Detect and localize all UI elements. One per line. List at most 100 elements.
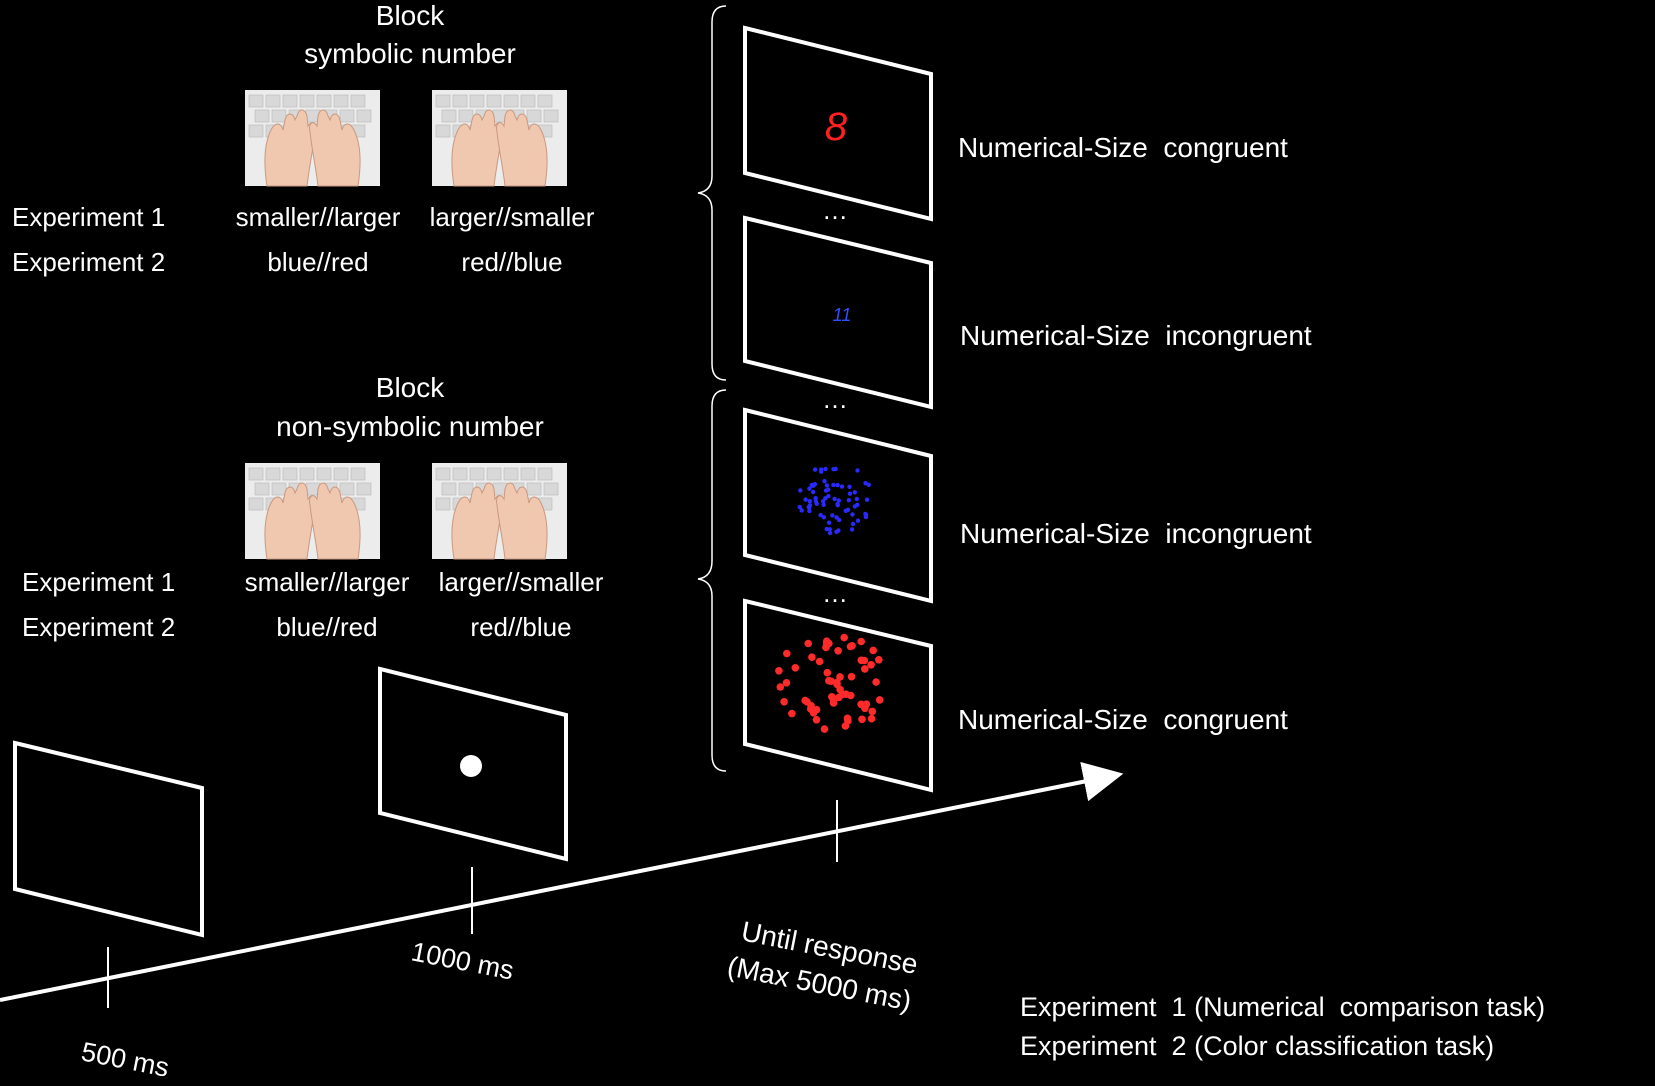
exp1-left-mapping: smaller//larger: [245, 567, 410, 597]
stimulus-dot: [807, 486, 812, 491]
stimulus-dot: [830, 513, 835, 518]
stimulus-dot: [840, 633, 848, 642]
stimulus-dot: [819, 467, 824, 472]
ellipsis: …: [822, 384, 848, 414]
stimulus-dot: [847, 491, 853, 496]
block-nonsymbolic-title: Block: [376, 372, 445, 403]
exp1-right-mapping: larger//smaller: [439, 567, 604, 597]
stimulus-dot: [823, 668, 832, 677]
stimulus-dot: [807, 503, 813, 508]
stimulus-dot: [808, 653, 816, 661]
fixation-dot-icon: [460, 755, 482, 777]
task-legend: Experiment 2 (Color classification task): [1020, 1031, 1494, 1061]
block-symbolic-subtitle: symbolic number: [304, 38, 516, 69]
stimulus-dot: [823, 488, 829, 493]
task-legend: Experiment 1 (Numerical comparison task): [1020, 992, 1545, 1022]
stimulus-dot: [850, 512, 855, 517]
stimulus-screen-2: 11: [743, 215, 933, 410]
stimulus-dot: [815, 657, 824, 666]
stimulus-dot: [867, 714, 876, 723]
stimulus-dot: [822, 643, 830, 652]
stimulus-dot: [839, 484, 845, 489]
stimulus-dot: [798, 488, 803, 493]
block-nonsymbolic-subtitle: non-symbolic number: [276, 411, 544, 442]
exp1-label: Experiment 1: [12, 202, 165, 232]
exp2-left-mapping: blue//red: [276, 612, 377, 642]
keyboard-hands-icon: [431, 89, 568, 187]
stimulus-dot: [826, 520, 832, 525]
stimulus-dot: [869, 646, 877, 655]
stimulus-dot: [827, 530, 833, 536]
exp2-label: Experiment 2: [22, 612, 175, 642]
stimulus-dot: [826, 493, 831, 499]
stimulus-dot: [836, 673, 844, 681]
exp2-right-mapping: red//blue: [461, 247, 562, 277]
stimulus-dot: [775, 667, 783, 675]
stimulus-dot: [864, 497, 870, 502]
stimulus-dot: [812, 716, 821, 724]
ellipsis: …: [822, 195, 848, 225]
stimulus-dot: [821, 502, 826, 507]
blank-screen: [13, 740, 204, 938]
stimulus-dot: [799, 508, 804, 513]
stimulus-dot: [850, 521, 856, 527]
stimulus-dot: [858, 715, 866, 724]
stimulus-dot: [809, 482, 814, 488]
stimulus-dot: [834, 647, 842, 655]
stimulus-dot: [833, 678, 841, 687]
stimulus-dot: [835, 482, 840, 488]
keyboard-hands-icon: [244, 89, 381, 187]
stimulus-screen-4: [743, 598, 933, 793]
stimulus-dot: [855, 518, 861, 523]
stimulus-dot: [831, 467, 836, 472]
exp1-left-mapping: smaller//larger: [236, 202, 401, 232]
stimulus-dot: [846, 642, 855, 651]
stimulus-dot: [843, 508, 848, 513]
stimulus-dot: [836, 528, 841, 533]
stimulus-dot: [791, 664, 800, 672]
stimulus-dot: [847, 672, 856, 681]
stimulus-dot: [863, 514, 869, 520]
stimulus-dot: [824, 483, 830, 488]
stimulus-dot: [836, 685, 844, 694]
duration-label: 500 ms: [79, 1036, 172, 1082]
stimulus-dot: [827, 527, 832, 532]
condition-label: Numerical-Size congruent: [958, 704, 1288, 735]
brace-symbolic: [697, 5, 727, 381]
stimulus-dot: [847, 484, 852, 489]
stimulus-dot: [807, 499, 812, 504]
timeline-arrow: [0, 761, 1124, 1002]
stimulus-dot: [807, 701, 815, 710]
exp1-right-mapping: larger//smaller: [430, 202, 595, 232]
stimulus-screen-3: [743, 407, 933, 604]
stimulus-dot: [857, 700, 865, 709]
stimulus-dot: [831, 482, 836, 488]
stimulus-dot: [788, 709, 796, 718]
condition-label: Numerical-Size incongruent: [960, 320, 1312, 351]
stimulus-dot: [783, 649, 791, 658]
block-non-symbolic: Block non-symbolic number Experiment 1 s…: [22, 372, 604, 642]
brace-non-symbolic: [697, 389, 727, 772]
stimulus-dot: [867, 661, 875, 669]
stimulus-dot: [829, 699, 838, 707]
stimulus-dot: [821, 515, 827, 520]
stimulus-dot: [797, 504, 802, 510]
fixation-screen: [378, 666, 568, 862]
stimulus-dot: [820, 725, 829, 733]
condition-label: Numerical-Size congruent: [958, 132, 1288, 163]
stimulus-dot: [822, 479, 827, 484]
stimulus-dot: [832, 496, 837, 502]
stimulus-dot: [868, 707, 877, 716]
exp2-left-mapping: blue//red: [267, 247, 368, 277]
stimulus-dot: [854, 496, 859, 502]
dot-array: [797, 466, 871, 536]
stimulus-dot: [780, 698, 788, 706]
stimulus-dot: [827, 677, 835, 685]
stimulus-dot: [861, 665, 869, 673]
stimulus-dot: [855, 468, 860, 473]
stimulus-dot: [844, 717, 852, 725]
block-symbolic: Block symbolic number Experiment 1 small…: [12, 0, 595, 277]
stimulus-dot: [872, 678, 880, 686]
